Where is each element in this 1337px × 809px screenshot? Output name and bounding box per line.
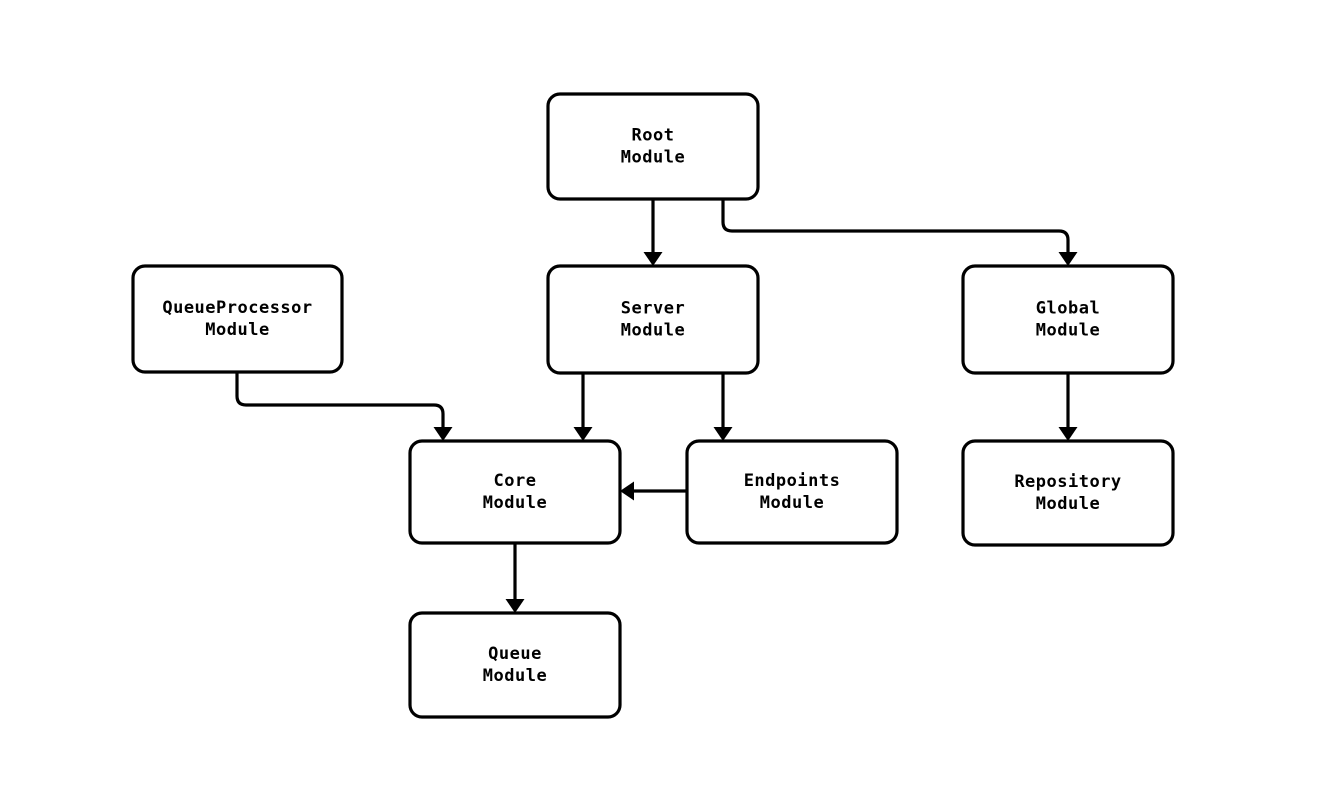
edge-root-to-server: [643, 199, 663, 266]
node-label-line2: Module: [1036, 494, 1100, 514]
edge-line: [721, 199, 1070, 254]
node-label-line1: QueueProcessor: [162, 298, 312, 318]
node-label-line1: Global: [1036, 299, 1100, 319]
node-label-line1: Root: [632, 126, 675, 146]
arrow-head-icon: [505, 599, 525, 613]
edge-global-to-repository: [1058, 373, 1078, 441]
node-label-line2: Module: [1036, 321, 1100, 341]
node-box[interactable]: [961, 264, 1175, 375]
arrow-head-icon: [620, 481, 634, 501]
node-label-line1: Endpoints: [744, 471, 841, 491]
node-label-line2: Module: [760, 493, 824, 513]
arrow-head-icon: [1058, 252, 1078, 266]
edge-queueprocessor-to-core: [235, 372, 453, 441]
arrow-head-icon: [573, 427, 593, 441]
nodes-layer: RootModuleQueueProcessorModuleServerModu…: [131, 92, 1175, 719]
edge-endpoints-to-core: [620, 481, 687, 501]
node-box[interactable]: [408, 611, 622, 719]
edges-layer: [235, 199, 1078, 613]
arrow-head-icon: [643, 252, 663, 266]
node-label-line2: Module: [205, 320, 269, 340]
node-label-line2: Module: [621, 148, 685, 168]
node-label-line1: Core: [494, 471, 537, 491]
arrow-head-icon: [1058, 427, 1078, 441]
node-label-line2: Module: [483, 493, 547, 513]
edge-root-to-global: [721, 199, 1078, 266]
node-label-line2: Module: [483, 666, 547, 686]
node-label-line1: Server: [621, 299, 685, 319]
edge-server-to-endpoints: [713, 373, 733, 441]
node-label-line1: Repository: [1014, 472, 1121, 492]
arrow-head-icon: [433, 427, 453, 441]
node-box[interactable]: [131, 264, 344, 374]
edge-line: [235, 372, 445, 429]
node-box[interactable]: [961, 439, 1175, 547]
node-label-line1: Queue: [488, 644, 542, 664]
arrow-head-icon: [713, 427, 733, 441]
node-box[interactable]: [685, 439, 899, 545]
node-label-line2: Module: [621, 321, 685, 341]
node-box[interactable]: [408, 439, 622, 545]
node-box[interactable]: [546, 92, 760, 201]
edge-server-to-core: [573, 373, 593, 441]
node-box[interactable]: [546, 264, 760, 375]
edge-core-to-queue: [505, 543, 525, 613]
